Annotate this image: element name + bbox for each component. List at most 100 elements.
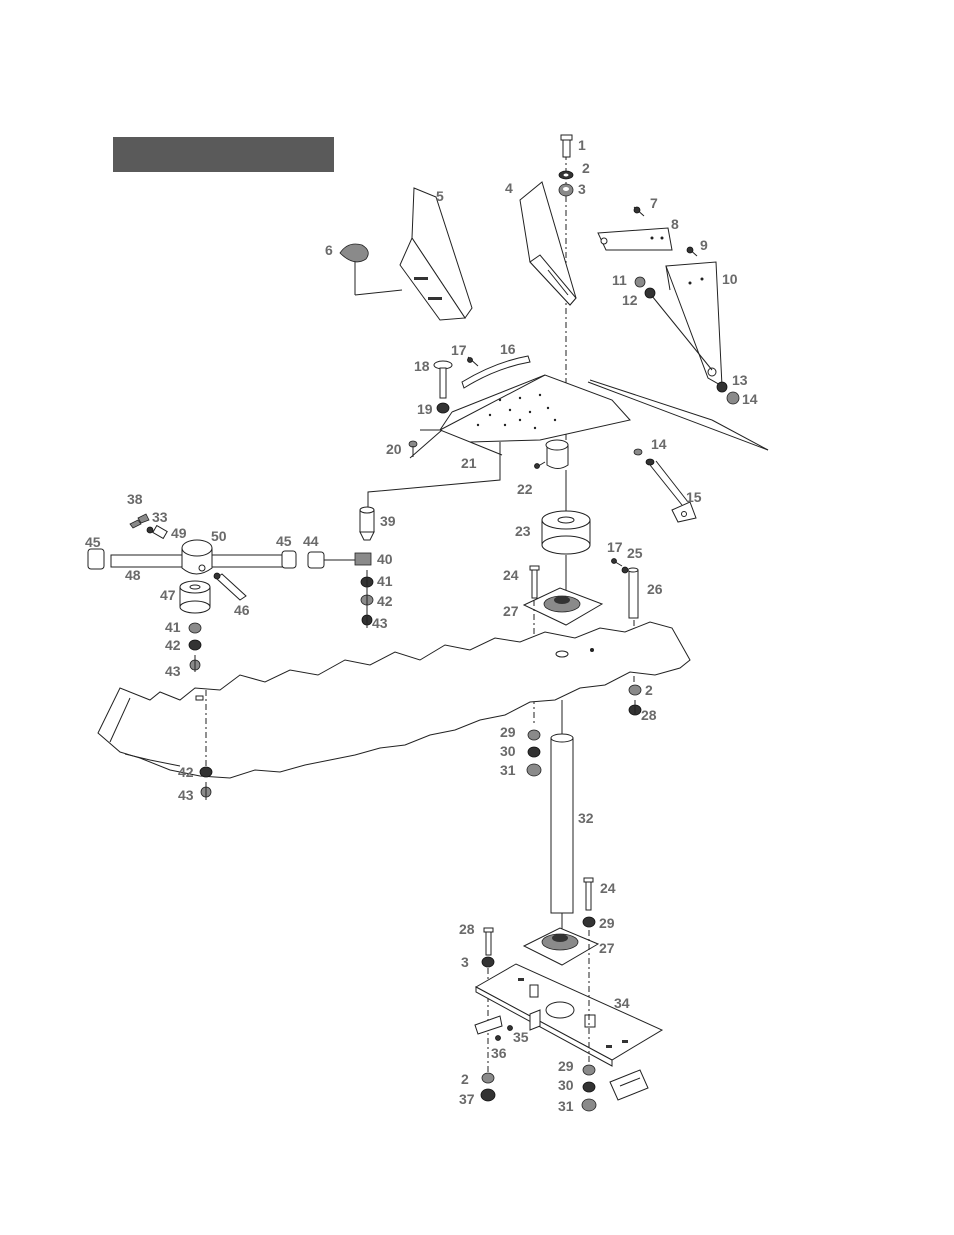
- bearing-flange-part-27-upper: [522, 587, 604, 626]
- screw-part-17-lower: [611, 558, 623, 567]
- callout-4: 4: [505, 180, 513, 196]
- callout-18: 18: [414, 358, 430, 374]
- callout-28-lower: 28: [459, 921, 475, 937]
- callout-14-upper: 14: [742, 391, 758, 407]
- callout-7: 7: [650, 195, 658, 211]
- bolt-part-28-lower: [483, 927, 494, 956]
- callout-48: 48: [125, 567, 141, 583]
- callout-33: 33: [152, 509, 168, 525]
- callout-41-left: 41: [165, 619, 181, 635]
- callout-20: 20: [386, 441, 402, 457]
- fitting-part-40: [354, 552, 372, 566]
- bolt-part-24-upper: [529, 565, 540, 725]
- callout-2: 2: [582, 160, 590, 176]
- nut-part-14-lower: [633, 448, 655, 466]
- pin-part-49: [152, 524, 168, 540]
- callout-30-bottom: 30: [558, 1077, 574, 1093]
- pin-part-25: [621, 566, 629, 574]
- nut-part-3: [558, 183, 574, 197]
- rod-end-part-15: [649, 460, 697, 523]
- callout-40: 40: [377, 551, 393, 567]
- callout-26: 26: [647, 581, 663, 597]
- bolt-part-28-right: [628, 700, 642, 716]
- callout-16: 16: [500, 341, 516, 357]
- grip-part-46: [213, 572, 247, 601]
- shield-part-5: [399, 187, 473, 321]
- screw-part-9: [686, 246, 698, 257]
- callout-9: 9: [700, 237, 708, 253]
- spacer-part-23: [541, 510, 591, 555]
- callout-3-lower: 3: [461, 954, 469, 970]
- section-title-bar: [113, 137, 334, 172]
- lever-part-39: [359, 506, 375, 541]
- callout-46: 46: [234, 602, 250, 618]
- coupling-part-44: [307, 551, 355, 569]
- washer-part-19: [436, 402, 450, 414]
- callout-35: 35: [513, 1029, 529, 1045]
- nut-stack-41-42-43-right: [360, 570, 374, 628]
- nut-part-12: [644, 287, 713, 371]
- callout-32: 32: [578, 810, 594, 826]
- nut-stack-42-43-bottom: [199, 766, 213, 800]
- callout-22: 22: [517, 481, 533, 497]
- spring-part-33: [146, 526, 154, 534]
- knob-part-38: [129, 513, 150, 529]
- end-cap-part-45-left: [87, 548, 105, 570]
- callout-19: 19: [417, 401, 433, 417]
- washer-part-36: [495, 1035, 501, 1041]
- screw-part-20: [408, 440, 418, 457]
- callout-25: 25: [627, 545, 643, 561]
- callout-24-upper: 24: [503, 567, 519, 583]
- callout-49: 49: [171, 525, 187, 541]
- callout-29-lower: 29: [599, 915, 615, 931]
- callout-37: 37: [459, 1091, 475, 1107]
- callout-27-upper: 27: [503, 603, 519, 619]
- washer-part-2: [558, 170, 574, 180]
- callout-43-left: 43: [165, 663, 181, 679]
- callout-42-right: 42: [377, 593, 393, 609]
- shaft-part-32: [550, 700, 574, 930]
- callout-45-left: 45: [85, 534, 101, 550]
- nut-stack-41-42-43-left: [188, 622, 202, 672]
- deck-plate-part-21: [409, 374, 769, 459]
- callout-34: 34: [614, 995, 630, 1011]
- callout-17-lower: 17: [607, 539, 623, 555]
- callout-29-upper: 29: [500, 724, 516, 740]
- nut-part-29-lower: [582, 916, 596, 928]
- callout-44: 44: [303, 533, 319, 549]
- cutter-bar-deck: [97, 621, 691, 779]
- setscrew-part-22: [534, 461, 546, 469]
- knob-part-6: [339, 243, 403, 296]
- nut-part-14-upper: [726, 391, 740, 405]
- callout-12: 12: [622, 292, 638, 308]
- bolt-part-11: [634, 276, 646, 288]
- callout-6: 6: [325, 242, 333, 258]
- spacer-part-47: [179, 580, 211, 614]
- callout-10: 10: [722, 271, 738, 287]
- callout-42-left: 42: [165, 637, 181, 653]
- screw-part-17-upper: [467, 356, 479, 367]
- bolt-part-1: [560, 134, 573, 158]
- callout-29-bottom: 29: [558, 1058, 574, 1074]
- callout-15: 15: [686, 489, 702, 505]
- callout-30-upper: 30: [500, 743, 516, 759]
- callout-47: 47: [160, 587, 176, 603]
- callout-31-bottom: 31: [558, 1098, 574, 1114]
- callout-21: 21: [461, 455, 477, 471]
- callout-2-lower: 2: [461, 1071, 469, 1087]
- callout-17-upper: 17: [451, 342, 467, 358]
- callout-23: 23: [515, 523, 531, 539]
- callout-8: 8: [671, 216, 679, 232]
- callout-39: 39: [380, 513, 396, 529]
- nut-stack-29-30-31-upper: [526, 729, 542, 777]
- callout-50: 50: [211, 528, 227, 544]
- callout-31-upper: 31: [500, 762, 516, 778]
- washer-part-2-right: [628, 684, 642, 696]
- callout-28-right: 28: [641, 707, 657, 723]
- callout-27-lower: 27: [599, 940, 615, 956]
- pin-part-18: [433, 360, 453, 399]
- callout-labels: 1 2 3 4 5 6 7 8 9 10 11 12 13 14 14 15 1…: [85, 137, 758, 1114]
- callout-43-right: 43: [372, 615, 388, 631]
- callout-3: 3: [578, 181, 586, 197]
